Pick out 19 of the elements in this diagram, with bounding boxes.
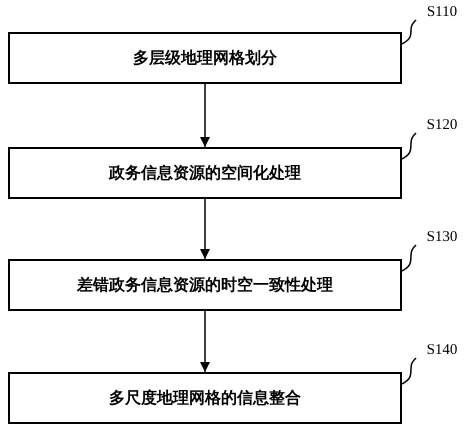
process-box	[8, 372, 402, 424]
process-box	[8, 32, 402, 84]
leader-line	[402, 132, 417, 160]
step-text: 多尺度地理网格的信息整合	[109, 388, 301, 408]
process-box	[8, 147, 402, 199]
leader-line	[402, 244, 417, 272]
step-text: 差错政务信息资源的时空一致性处理	[77, 275, 333, 296]
leader-line	[402, 19, 417, 45]
step-text: 多层级地理网格划分	[133, 48, 277, 68]
arrow	[200, 84, 210, 147]
step-label: S120	[426, 116, 458, 134]
step-label: S140	[426, 342, 458, 358]
step-text: 政务信息资源的空间化处理	[109, 163, 301, 184]
arrow	[200, 311, 210, 372]
arrow	[200, 199, 210, 259]
process-box	[8, 259, 402, 311]
leader-line	[402, 357, 417, 385]
step-label: S110	[426, 4, 458, 20]
step-label: S130	[426, 228, 458, 246]
